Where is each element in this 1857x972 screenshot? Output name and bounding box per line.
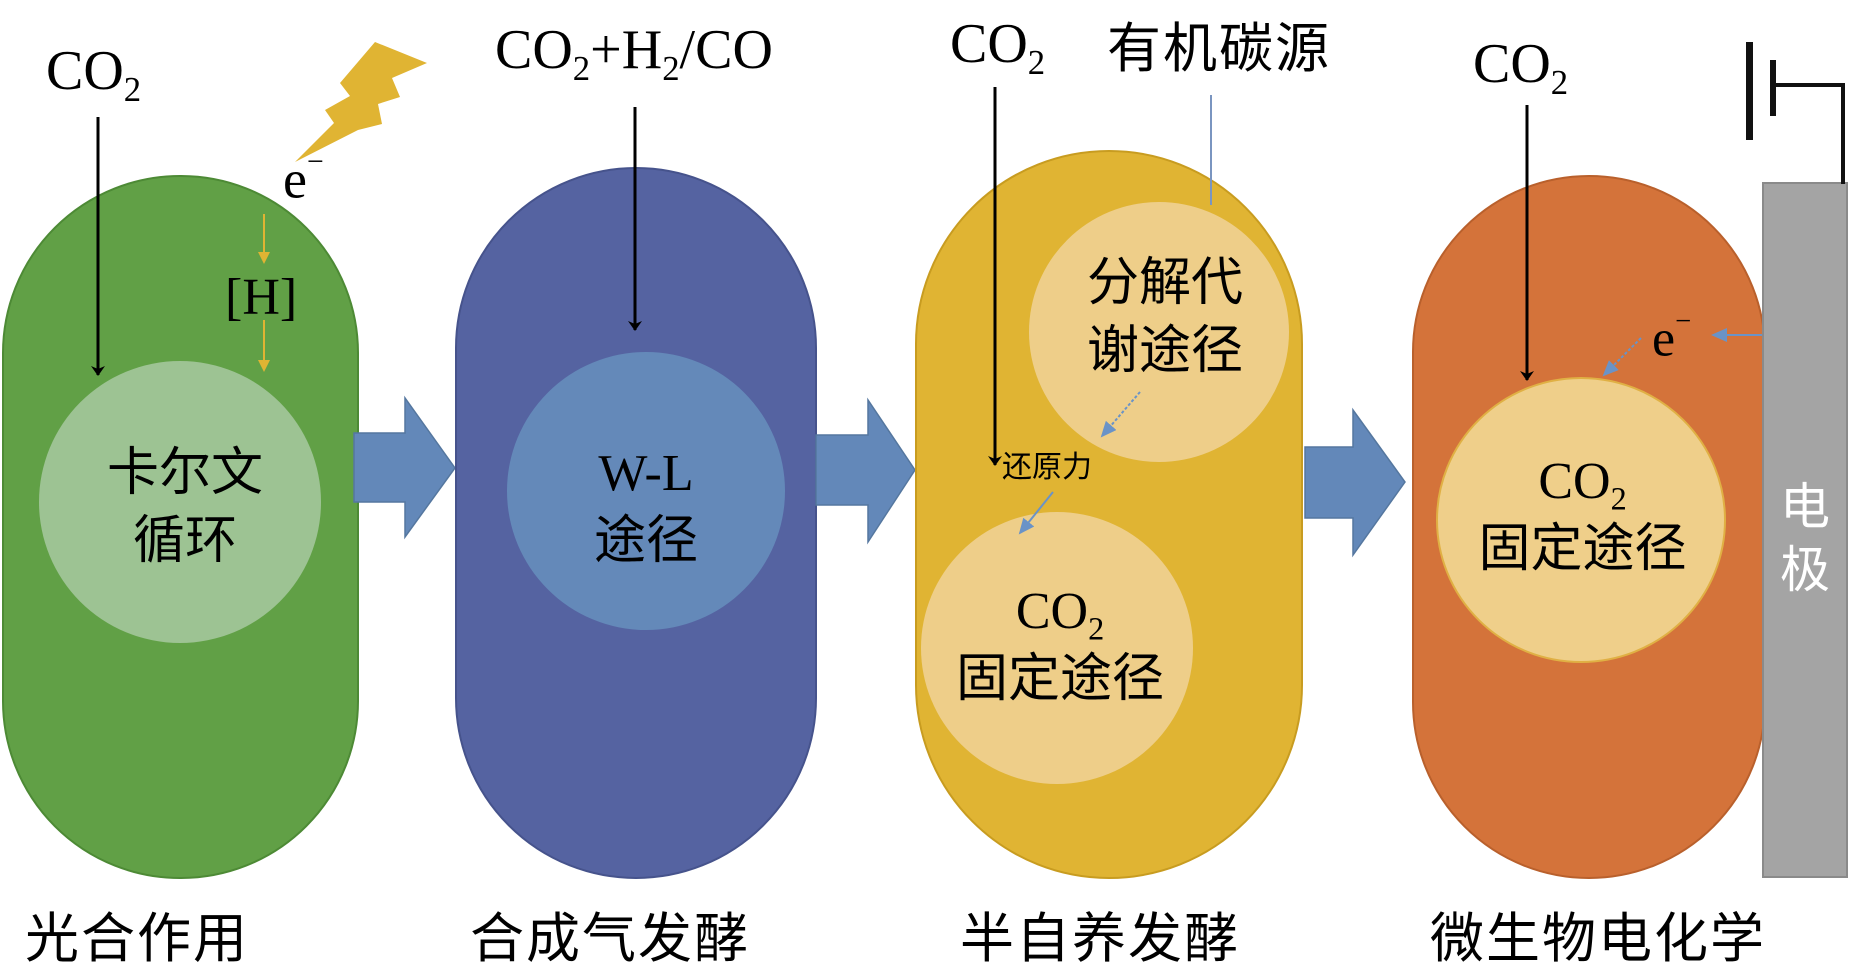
battery-long-plate xyxy=(1746,42,1753,140)
electrode-line-1: 电 xyxy=(1780,478,1830,536)
formula-sub-2: 2 xyxy=(662,49,680,89)
calvin-cycle-circle xyxy=(39,361,321,643)
electron-symbol: e xyxy=(1652,310,1676,368)
formula-part-1: CO xyxy=(495,19,573,81)
electron-charge: − xyxy=(306,146,324,178)
electron-symbol: e xyxy=(283,149,307,210)
calvin-line-1: 卡尔文 xyxy=(106,443,263,503)
flow-arrow-2 xyxy=(815,397,916,545)
formula-main: CO xyxy=(1015,583,1089,640)
mixotrophic-co2-label: CO2 xyxy=(950,13,1045,80)
formula-main: CO xyxy=(950,13,1028,75)
catabolic-line-2: 谢途径 xyxy=(1086,320,1243,381)
calvin-line-2: 循环 xyxy=(132,510,237,571)
formula-part-3: /CO xyxy=(679,19,773,81)
wl-pathway-circle xyxy=(507,352,785,630)
syngas-input-label: CO2+H2/CO xyxy=(495,19,773,86)
electrode xyxy=(1762,182,1848,878)
electron-label: e− xyxy=(283,146,324,210)
calvin-cycle-label: 卡尔文 循环 xyxy=(80,440,290,575)
organic-carbon-source-label: 有机碳源 xyxy=(1107,17,1331,80)
photosynthesis-title: 光合作用 xyxy=(25,907,249,970)
formula-subscript: 2 xyxy=(1027,43,1046,83)
formula-sub-1: 2 xyxy=(572,49,591,89)
fixation-line-2: 固定途径 xyxy=(1478,518,1687,579)
formula-subscript: 2 xyxy=(1088,610,1105,647)
electrochemical-co2-label: CO2 xyxy=(1473,33,1568,100)
formula-main: CO xyxy=(46,40,124,102)
electrochemical-electron-label: e− xyxy=(1652,306,1692,368)
battery-short-plate xyxy=(1770,60,1776,116)
co2-fixation-circle-mixotrophic xyxy=(921,512,1193,784)
electrochemical-title: 微生物电化学 xyxy=(1430,907,1766,970)
formula-part-2: +H xyxy=(590,19,663,81)
formula-main: CO xyxy=(1473,33,1551,95)
mixotrophic-title: 半自养发酵 xyxy=(960,907,1240,970)
photosynthesis-co2-label: CO2 xyxy=(46,40,141,107)
flow-arrow-1 xyxy=(353,395,456,540)
formula-subscript: 2 xyxy=(1610,480,1627,517)
electrode-line-2: 极 xyxy=(1780,540,1830,599)
co2-fixation-circle-electrochemical xyxy=(1436,377,1726,663)
reducing-to-fixation-arrow xyxy=(1018,491,1054,535)
catabolic-pathway-circle xyxy=(1029,202,1289,462)
formula-subscript: 2 xyxy=(1550,63,1569,103)
electrode-label: 电 极 xyxy=(1775,476,1835,601)
reducing-power-label: 还原力 xyxy=(1002,450,1092,485)
electrochemical-fixation-label: CO2 固定途径 xyxy=(1460,448,1705,583)
reducing-equivalent-label: [H] xyxy=(225,269,298,326)
catabolic-line-1: 分解代 xyxy=(1086,253,1243,313)
fixation-line-2: 固定途径 xyxy=(955,648,1164,709)
lightning-icon xyxy=(295,42,427,162)
catabolic-pathway-label: 分解代 谢途径 xyxy=(1070,250,1260,385)
battery-wire xyxy=(1776,83,1845,184)
fixation-line-1: CO2 xyxy=(1460,448,1705,516)
flow-arrow-3 xyxy=(1304,407,1406,558)
fixation-line-1: CO2 xyxy=(940,578,1180,646)
electron-to-fixation-arrow xyxy=(1602,337,1642,377)
wl-pathway-label: W-L 途径 xyxy=(546,440,746,575)
mixotrophic-fixation-label: CO2 固定途径 xyxy=(940,578,1180,713)
formula-main: CO xyxy=(1538,453,1611,510)
syngas-title: 合成气发酵 xyxy=(470,907,750,970)
wl-line-2: 途径 xyxy=(593,510,698,571)
wl-line-1: W-L xyxy=(598,445,694,502)
electron-charge: − xyxy=(1675,306,1692,337)
formula-subscript: 2 xyxy=(123,70,142,110)
